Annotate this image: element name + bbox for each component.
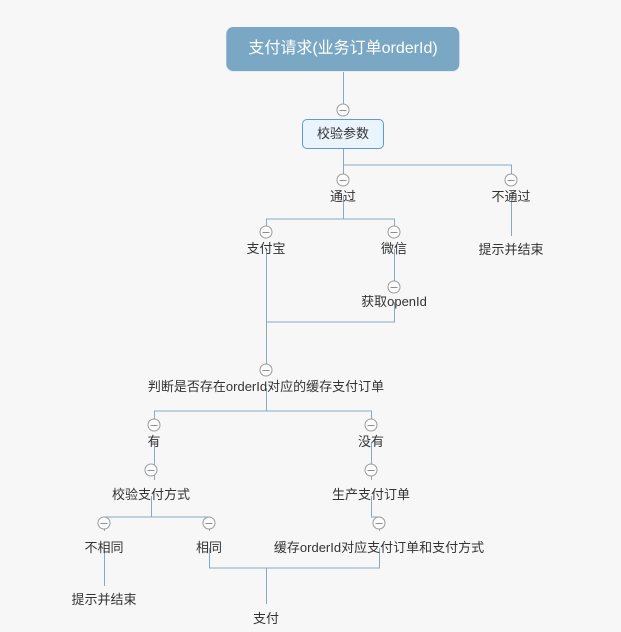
node-get-openid[interactable]: 获取openId — [361, 294, 427, 309]
edge-check-params-to-fail — [343, 146, 512, 180]
node-fail-end[interactable]: 提示并结束 — [478, 242, 544, 257]
node-judge-cache[interactable]: 判断是否存在orderId对应的缓存支付订单 — [147, 379, 385, 394]
minus-circle-icon-judge-cache[interactable] — [259, 363, 273, 377]
minus-circle-icon-not-same[interactable] — [97, 516, 111, 530]
node-same[interactable]: 相同 — [195, 540, 223, 555]
node-wechat[interactable]: 微信 — [380, 241, 408, 256]
node-pass[interactable]: 通过 — [329, 189, 357, 204]
minus-circle-icon-has[interactable] — [147, 418, 161, 432]
node-cache-order[interactable]: 缓存orderId对应支付订单和支付方式 — [273, 540, 485, 555]
node-has[interactable]: 有 — [147, 434, 161, 449]
edge-merge-to-judge — [266, 249, 395, 323]
minus-circle-icon-same[interactable] — [202, 516, 216, 530]
node-not-same[interactable]: 不相同 — [84, 540, 124, 555]
node-payment-request[interactable]: 支付请求(业务订单orderId) — [226, 27, 460, 71]
minus-circle-icon-get-openid[interactable] — [387, 280, 401, 294]
edge-verify-to-same — [151, 516, 210, 531]
node-create-pay-order[interactable]: 生产支付订单 — [331, 487, 411, 502]
minus-circle-icon-has-not[interactable] — [364, 418, 378, 432]
node-has-not[interactable]: 没有 — [357, 434, 385, 449]
minus-circle-icon-verify-pay-method[interactable] — [144, 463, 158, 477]
minus-circle-icon-create-pay-order[interactable] — [364, 463, 378, 477]
minus-circle-icon-pass[interactable] — [336, 173, 350, 187]
node-check-params[interactable]: 校验参数 — [301, 119, 385, 149]
node-pay[interactable]: 支付 — [252, 611, 280, 626]
node-alipay[interactable]: 支付宝 — [246, 241, 286, 256]
edge-merge-to-pay — [209, 548, 380, 569]
edge-judge-to-hasnot — [266, 410, 372, 425]
node-fail[interactable]: 不通过 — [491, 189, 531, 204]
minus-circle-icon-fail[interactable] — [504, 173, 518, 187]
minus-circle-icon-wechat[interactable] — [387, 225, 401, 239]
node-not-same-end[interactable]: 提示并结束 — [71, 592, 137, 607]
node-verify-pay-method[interactable]: 校验支付方式 — [111, 487, 191, 502]
minus-circle-icon-alipay[interactable] — [259, 225, 273, 239]
minus-circle-icon-cache-order[interactable] — [372, 516, 386, 530]
minus-circle-icon-check-params[interactable] — [336, 103, 350, 117]
